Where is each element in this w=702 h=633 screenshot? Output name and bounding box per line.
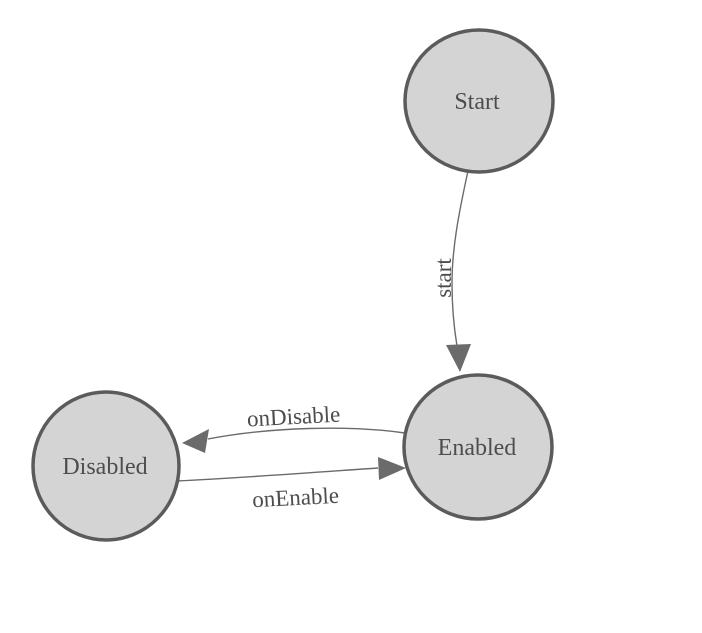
arrowhead-right-icon — [378, 457, 406, 480]
arrowhead-left-icon — [182, 429, 209, 453]
edge-enabled-to-disabled: onDisable — [182, 402, 406, 453]
edge-label-start: start — [431, 258, 456, 298]
edge-line-disabled-to-enabled — [176, 467, 379, 482]
node-enabled: Enabled — [402, 373, 554, 521]
edge-start-to-enabled: start — [431, 170, 471, 372]
edge-label-ondisable: onDisable — [246, 402, 340, 432]
node-start: Start — [403, 28, 555, 174]
arrowhead-down-icon — [446, 344, 471, 372]
node-enabled-label: Enabled — [438, 435, 517, 461]
edge-line-start-to-enabled — [451, 170, 469, 347]
node-start-shape — [403, 28, 555, 174]
node-disabled-label: Disabled — [62, 454, 147, 480]
node-enabled-shape — [402, 373, 554, 521]
edge-disabled-to-enabled: onEnable — [176, 457, 406, 513]
node-disabled-shape — [31, 390, 181, 542]
edge-line-enabled-to-disabled — [207, 427, 406, 440]
node-disabled: Disabled — [31, 390, 181, 542]
node-start-label: Start — [454, 89, 500, 115]
edge-label-onenable: onEnable — [252, 483, 340, 513]
